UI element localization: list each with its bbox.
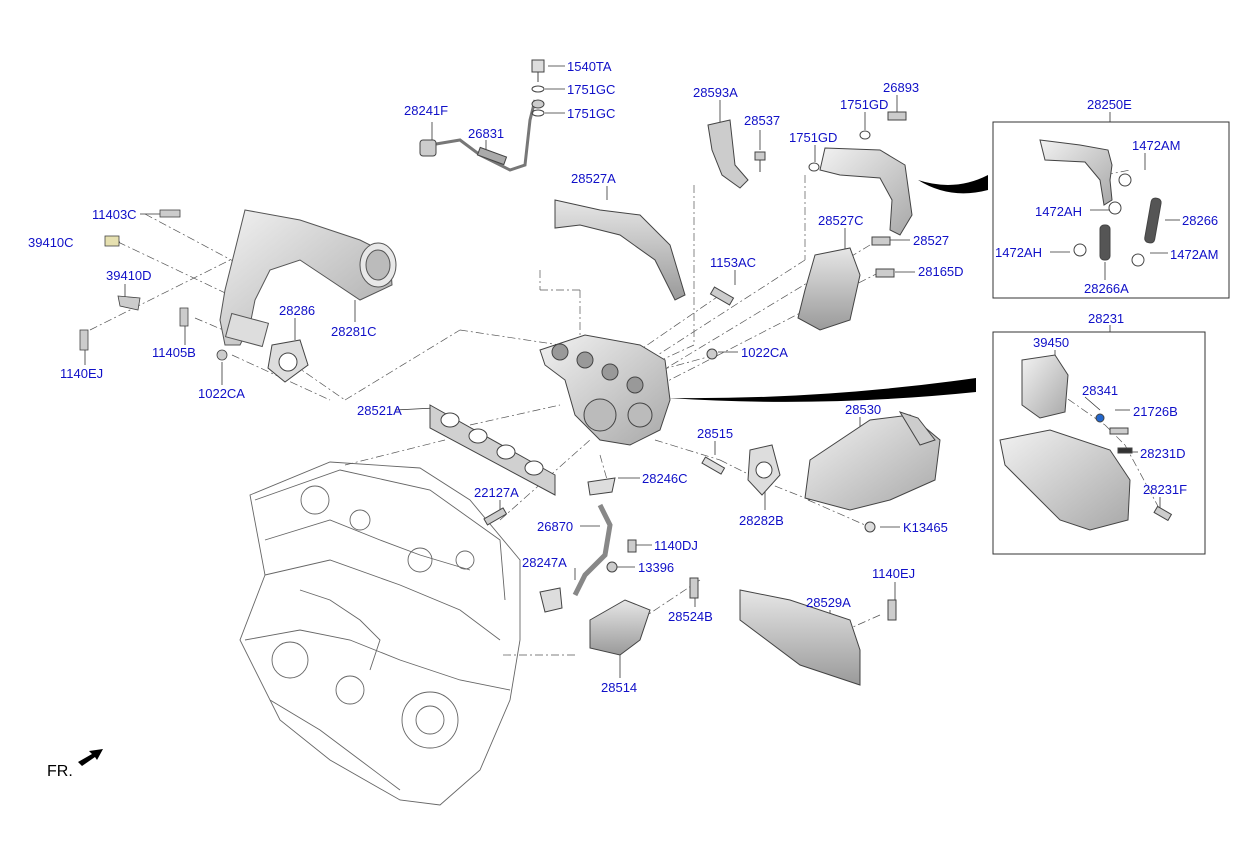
gasket-28282B-part — [701, 444, 876, 533]
part-label-28231D[interactable]: 28231D — [1140, 446, 1186, 461]
part-label-1472AM[interactable]: 1472AM — [1132, 138, 1181, 153]
part-label-28593A[interactable]: 28593A — [693, 85, 738, 100]
part-label-28537[interactable]: 28537 — [744, 113, 781, 128]
part-label-28231F[interactable]: 28231F — [1143, 482, 1188, 497]
part-label-1751GC[interactable]: 1751GC — [567, 106, 616, 121]
part-label-28515[interactable]: 28515 — [697, 426, 734, 441]
part-label-28165D[interactable]: 28165D — [918, 264, 964, 279]
detail-box-28250E — [992, 121, 1230, 299]
part-label-28286[interactable]: 28286 — [279, 303, 316, 318]
part-label-21726B[interactable]: 21726B — [1133, 404, 1178, 419]
detail-pointer-wedge — [668, 378, 976, 402]
part-label-1472AM[interactable]: 1472AM — [1170, 247, 1219, 262]
oil-feed-pipe-part — [419, 59, 545, 172]
part-label-1022CA[interactable]: 1022CA — [198, 386, 245, 401]
turbo-air-pipe-part — [219, 209, 397, 348]
part-label-1540TA[interactable]: 1540TA — [567, 59, 612, 74]
part-label-1751GD[interactable]: 1751GD — [840, 97, 889, 112]
front-direction-label: FR. — [47, 763, 73, 780]
part-label-11403C[interactable]: 11403C — [92, 207, 137, 222]
part-label-39410C[interactable]: 39410C — [28, 235, 74, 250]
part-label-28281C[interactable]: 28281C — [331, 324, 377, 339]
part-label-28521A[interactable]: 28521A — [357, 403, 402, 418]
detail-28250E-parts — [1039, 139, 1162, 267]
stud-nut-part — [706, 286, 735, 360]
part-label-26870[interactable]: 26870 — [537, 519, 574, 534]
exhaust-manifold-turbo-part — [539, 334, 671, 446]
small-bolts-left — [79, 209, 228, 361]
part-label-28514[interactable]: 28514 — [601, 680, 638, 695]
part-label-28341[interactable]: 28341 — [1082, 383, 1119, 398]
gasket-28286-part — [267, 339, 309, 383]
part-label-39410D[interactable]: 39410D — [106, 268, 152, 283]
part-label-1140EJ[interactable]: 1140EJ — [872, 566, 916, 581]
part-label-28529A[interactable]: 28529A — [806, 595, 851, 610]
oil-return-pipe-part — [539, 477, 637, 613]
detail-box-28231 — [992, 331, 1206, 555]
part-label-1153AC[interactable]: 1153AC — [710, 255, 757, 270]
part-label-28246C[interactable]: 28246C — [642, 471, 688, 486]
part-label-28250E[interactable]: 28250E — [1087, 97, 1132, 112]
heat-shield-28527C-part — [797, 236, 895, 331]
leader-lines — [89, 169, 1161, 656]
catalytic-converter-part — [804, 411, 941, 511]
engine-block-outline — [239, 461, 521, 806]
part-label-1751GD[interactable]: 1751GD — [789, 130, 838, 145]
part-label-28266[interactable]: 28266 — [1182, 213, 1219, 228]
part-label-1751GC[interactable]: 1751GC — [567, 82, 616, 97]
gasket-28521A-part — [429, 404, 556, 496]
part-label-28241F[interactable]: 28241F — [404, 103, 449, 118]
part-label-28527A[interactable]: 28527A — [571, 171, 616, 186]
bracket-28514-part — [589, 577, 699, 656]
part-label-28527C[interactable]: 28527C — [818, 213, 864, 228]
stud-22127A-part — [483, 507, 508, 526]
water-pipe-part — [808, 111, 913, 236]
heat-shield-28527A-part — [554, 199, 686, 301]
detail-pointer-wedge — [918, 175, 988, 194]
heat-shield-28529A-part — [739, 589, 897, 686]
bracket-28593A-part — [707, 119, 766, 189]
part-label-28282B[interactable]: 28282B — [739, 513, 784, 528]
part-label-28247A[interactable]: 28247A — [522, 555, 567, 570]
part-label-39450[interactable]: 39450 — [1033, 335, 1070, 350]
part-label-1140DJ[interactable]: 1140DJ — [654, 538, 698, 553]
part-label-1472AH[interactable]: 1472AH — [1035, 204, 1082, 219]
part-label-1472AH[interactable]: 1472AH — [995, 245, 1042, 260]
part-label-K13465[interactable]: K13465 — [903, 520, 948, 535]
front-direction-arrow — [78, 749, 103, 766]
part-label-26893[interactable]: 26893 — [883, 80, 920, 95]
part-label-1022CA[interactable]: 1022CA — [741, 345, 788, 360]
part-label-28527[interactable]: 28527 — [913, 233, 950, 248]
part-label-22127A[interactable]: 22127A — [474, 485, 519, 500]
part-label-28530[interactable]: 28530 — [845, 402, 882, 417]
part-label-1140EJ[interactable]: 1140EJ — [60, 366, 104, 381]
part-label-26831[interactable]: 26831 — [468, 126, 505, 141]
detail-28231-parts — [999, 354, 1173, 531]
part-label-28231[interactable]: 28231 — [1088, 311, 1125, 326]
part-label-11405B[interactable]: 11405B — [152, 345, 196, 360]
part-label-28266A[interactable]: 28266A — [1084, 281, 1129, 296]
part-label-28524B[interactable]: 28524B — [668, 609, 713, 624]
part-label-13396[interactable]: 13396 — [638, 560, 675, 575]
